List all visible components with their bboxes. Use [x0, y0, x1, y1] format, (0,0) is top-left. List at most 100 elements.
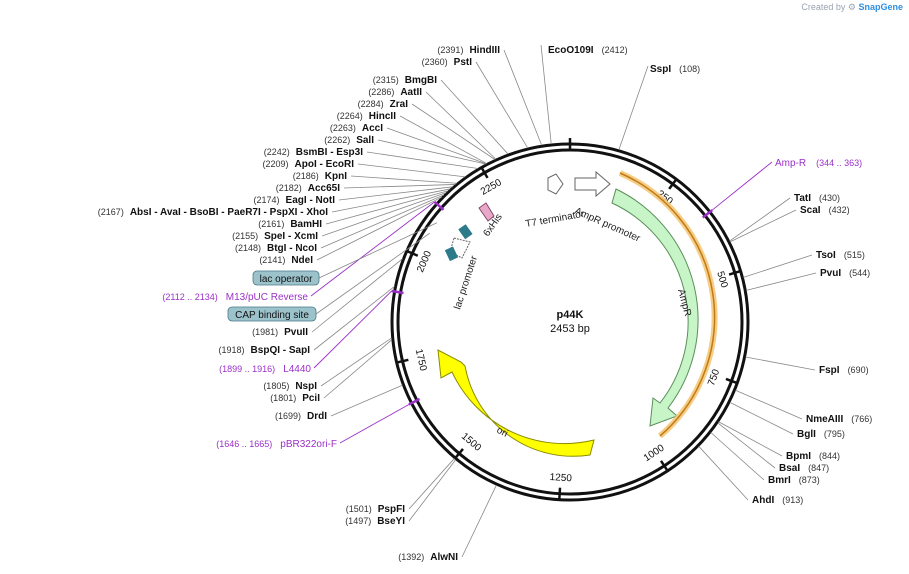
ampr-primer-core [619, 172, 716, 437]
site-label-right[interactable]: FspI(690) [819, 365, 869, 376]
site-label-left[interactable]: (1918)BspQI - SapI [219, 345, 311, 356]
primer-mark [433, 200, 445, 211]
site-label-left[interactable]: (2209)ApoI - EcoRI [263, 159, 355, 170]
site-label-left[interactable]: (2264)HincII [337, 111, 396, 122]
site-label-left[interactable]: (2161)BamHI [258, 219, 322, 230]
plasmid-size: 2453 bp [550, 323, 590, 335]
site-label-left[interactable]: (2286)AatII [368, 87, 422, 98]
primer-leader [310, 201, 435, 297]
site-leader [411, 103, 496, 160]
cap-site-block-icon [444, 246, 459, 262]
ruler-tick-label: 500 [714, 270, 729, 290]
site-leader [320, 337, 392, 387]
site-leader [745, 356, 816, 371]
site-label-right[interactable]: TsoI(515) [816, 250, 865, 261]
boxed-feature-label[interactable]: CAP binding site [235, 310, 309, 321]
site-label-left[interactable]: (2284)ZraI [358, 99, 409, 110]
ruler-tick [396, 358, 409, 364]
lac-promoter-label: lac promoter [452, 254, 480, 311]
site-label-left[interactable]: (2174)EagI - NotI [254, 195, 336, 206]
ruler-tick [668, 178, 678, 190]
site-label-left[interactable]: (1699)DrdI [275, 411, 327, 422]
site-label-right[interactable]: TatI(430) [794, 193, 840, 204]
site-label-left[interactable]: (2391)HindIII [437, 45, 500, 56]
primer-label[interactable]: (1899 .. 1916)L4440 [219, 364, 311, 375]
ampr-feature-arrow[interactable] [611, 188, 699, 427]
site-label-right[interactable]: BglI(795) [797, 429, 845, 440]
site-label-left[interactable]: (2167)AbsI - AvaI - BsoBI - PaeR7I - Psp… [98, 207, 328, 218]
primer-label[interactable]: (2112 .. 2134)M13/pUC Reverse [162, 292, 308, 303]
ruler-tick [728, 269, 741, 276]
site-label-right[interactable]: SspI(108) [650, 64, 700, 75]
boxed-label-leader [318, 222, 438, 279]
site-label-right[interactable]: BpmI(844) [786, 451, 840, 462]
ruler-tick-label: 1750 [413, 348, 429, 373]
site-leader [343, 184, 456, 189]
primer-label[interactable]: Amp-R(344 .. 363) [775, 158, 862, 169]
site-leader-lines [310, 44, 817, 558]
site-label-left[interactable]: (1497)BseYI [345, 516, 405, 527]
primer-leader [711, 161, 773, 211]
site-label-right[interactable]: PvuI(544) [820, 268, 870, 279]
boxed-label-background [227, 306, 317, 322]
site-leader [503, 49, 543, 146]
primer-leader [313, 290, 392, 369]
site-label-left[interactable]: (2148)BtgI - NcoI [235, 243, 317, 254]
boxed-label-leader [315, 232, 430, 315]
ampr-promoter-arrow-icon [574, 170, 611, 198]
site-label-left[interactable]: (2155)SpeI - XcmI [232, 231, 318, 242]
lac-operator-block-icon [458, 224, 473, 240]
primer-label[interactable]: (1646 .. 1665)pBR322ori-F [216, 439, 337, 450]
site-label-left[interactable]: (2262)SalI [324, 135, 374, 146]
boxed-feature-label[interactable]: lac operator [260, 274, 313, 285]
site-label-left[interactable]: (1392)AlwNI [398, 552, 458, 563]
plasmid-name: p44K [557, 309, 584, 321]
site-leader [425, 91, 497, 160]
site-leader [330, 384, 403, 417]
site-label-right[interactable]: BmrI(873) [768, 475, 820, 486]
ruler-tick [406, 249, 419, 257]
ori-feature-arrow[interactable] [437, 349, 595, 457]
ruler-tick [454, 448, 464, 459]
ruler-tick-label: 2250 [479, 177, 504, 198]
ruler-tick [558, 487, 562, 500]
site-label-right[interactable]: EcoO109I(2412) [548, 45, 628, 56]
ori-feature-label: ori [495, 425, 510, 440]
credit-text: Created by [801, 2, 846, 12]
site-leader [377, 139, 486, 165]
site-leader [350, 175, 457, 184]
site-label-left[interactable]: (2141)NdeI [259, 255, 313, 266]
ruler-tick-label: 1000 [642, 442, 667, 464]
site-label-left[interactable]: (1801)PciI [270, 393, 320, 404]
site-label-left[interactable]: (2263)AccI [330, 123, 383, 134]
site-leader [338, 186, 453, 201]
site-leader [729, 401, 794, 435]
site-label-left[interactable]: (1501)PspFI [346, 504, 405, 515]
site-label-left[interactable]: (1981)PvuII [252, 327, 308, 338]
site-leader [717, 422, 776, 469]
site-leader [618, 65, 649, 150]
primer-mark [391, 289, 404, 295]
site-label-right[interactable]: ScaI(432) [800, 205, 850, 216]
site-leader [735, 389, 803, 420]
site-label-left[interactable]: (1805)NspI [263, 381, 317, 392]
site-leader [320, 194, 445, 249]
his-tag-icon [478, 202, 495, 222]
site-label-left[interactable]: (2242)BsmBI - Esp3I [264, 147, 363, 158]
primer-mark [702, 209, 714, 219]
site-label-left[interactable]: (2360)PstI [422, 57, 473, 68]
site-label-right[interactable]: NmeAIII(766) [806, 414, 872, 425]
site-leader [475, 61, 529, 149]
primer-mark [408, 397, 421, 406]
boxed-label-background [252, 270, 320, 286]
snapgene-logo-icon: ⚙ [847, 2, 856, 12]
site-leader [357, 163, 466, 178]
site-leader [540, 44, 552, 145]
site-label-left[interactable]: (2315)BmgBI [373, 75, 437, 86]
site-leader [408, 458, 455, 510]
site-label-right[interactable]: BsaI(847) [779, 463, 829, 474]
site-leader [325, 190, 449, 225]
site-label-right[interactable]: AhdI(913) [752, 495, 803, 506]
site-label-left[interactable]: (2186)KpnI [293, 171, 347, 182]
site-label-left[interactable]: (2182)Acc65I [276, 183, 340, 194]
